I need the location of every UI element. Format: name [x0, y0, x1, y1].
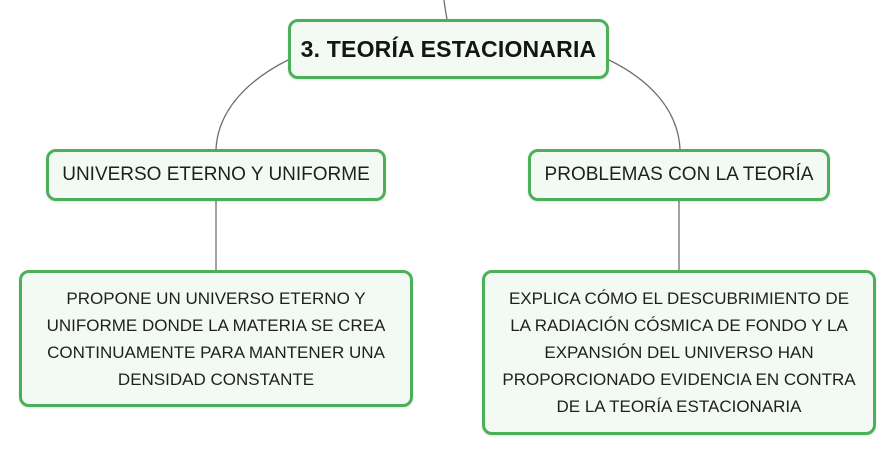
- detail-node-universo-eterno[interactable]: PROPONE UN UNIVERSO ETERNO Y UNIFORME DO…: [19, 270, 413, 407]
- detail-node-problemas[interactable]: EXPLICA CÓMO EL DESCUBRIMIENTO DE LA RAD…: [482, 270, 876, 435]
- connector-title-to-left: [215, 59, 289, 150]
- subtopic-label-problemas: PROBLEMAS CON LA TEORÍA: [544, 164, 814, 185]
- central-topic-node[interactable]: 3. TEORÍA ESTACIONARIA: [288, 19, 609, 79]
- connector-title-to-right: [608, 59, 681, 150]
- subtopic-node-problemas[interactable]: PROBLEMAS CON LA TEORÍA: [528, 149, 830, 201]
- central-topic-label: 3. TEORÍA ESTACIONARIA: [300, 35, 597, 62]
- detail-text-universo-eterno: PROPONE UN UNIVERSO ETERNO Y UNIFORME DO…: [46, 288, 386, 389]
- subtopic-node-universo-eterno[interactable]: UNIVERSO ETERNO Y UNIFORME: [46, 149, 386, 201]
- connector-from-parent: [443, 0, 448, 20]
- subtopic-label-universo-eterno: UNIVERSO ETERNO Y UNIFORME: [62, 164, 370, 185]
- detail-text-problemas: EXPLICA CÓMO EL DESCUBRIMIENTO DE LA RAD…: [502, 289, 856, 416]
